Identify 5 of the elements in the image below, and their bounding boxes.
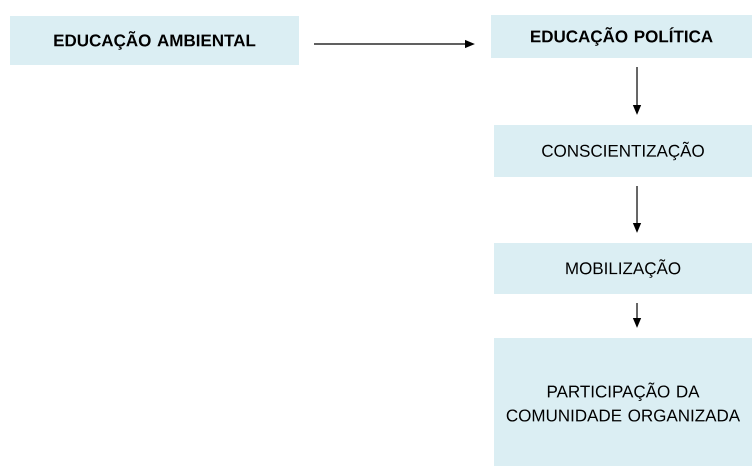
process-box: EDUCAÇÃO POLÍTICA (491, 15, 752, 58)
process-box: EDUCAÇÃO AMBIENTAL (10, 16, 299, 65)
process-box: PARTICIPAÇÃO DA COMUNIDADE ORGANIZADA (494, 338, 752, 466)
process-box: MOBILIZAÇÃO (494, 243, 752, 294)
process-box: CONSCIENTIZAÇÃO (494, 125, 752, 177)
